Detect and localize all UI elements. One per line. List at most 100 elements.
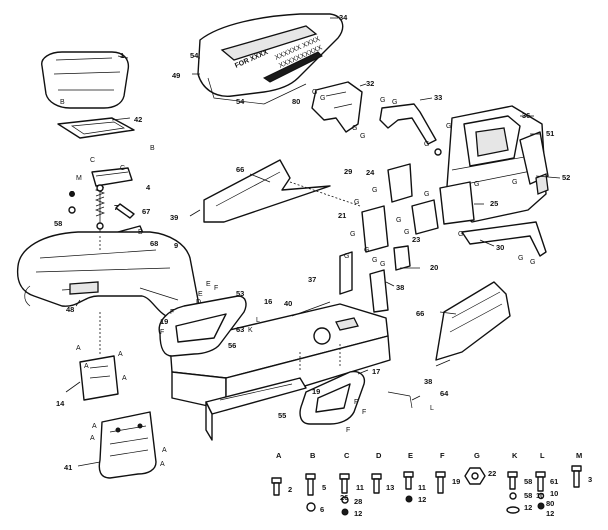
svg-text:G: G (424, 191, 429, 198)
svg-text:G: G (424, 141, 429, 148)
svg-text:G: G (446, 123, 451, 130)
nut-g-icon (464, 467, 486, 485)
hw-letter-k: K (512, 451, 518, 460)
svg-text:G: G (344, 253, 349, 260)
svg-text:10: 10 (536, 491, 544, 500)
svg-text:A: A (122, 375, 127, 382)
callout-64: 64 (440, 389, 449, 398)
callout-29: 29 (344, 167, 352, 176)
callout-24: 24 (366, 168, 375, 177)
callout-66b: 66 (416, 309, 424, 318)
callout-40: 40 (284, 299, 292, 308)
hw-letter-m: M (576, 451, 582, 460)
seat (41, 51, 130, 109)
svg-text:G: G (474, 181, 479, 188)
svg-text:G: G (350, 231, 355, 238)
callout-63: 63 (236, 325, 244, 334)
callout-33: 33 (434, 93, 442, 102)
callout-53: 53 (236, 289, 244, 298)
callout-16: 16 (264, 297, 272, 306)
hw-qty-g: 22 (488, 469, 496, 478)
callout-49: 49 (172, 71, 180, 80)
callout-32: 32 (366, 79, 374, 88)
callout-9: 9 (174, 241, 178, 250)
svg-text:L: L (430, 405, 434, 412)
svg-text:6: 6 (320, 505, 324, 514)
bolt-k-icon (506, 471, 520, 514)
hw-qty-l: 61 (550, 477, 558, 486)
callout-19b: 19 (312, 387, 320, 396)
svg-text:F: F (346, 427, 350, 434)
hw-letter-g: G (474, 451, 480, 460)
callout-42: 42 (134, 115, 142, 124)
callout-54b: 54 (236, 97, 245, 106)
callout-38: 38 (396, 283, 404, 292)
bolt-d-icon (371, 473, 382, 494)
callout-41: 41 (64, 463, 72, 472)
callout-39: 39 (170, 213, 178, 222)
callout-30: 30 (496, 243, 504, 252)
svg-text:12: 12 (418, 495, 426, 504)
hw-qty-a: 2 (288, 485, 292, 494)
svg-text:F: F (160, 329, 164, 336)
bolt-c-icon (339, 473, 350, 516)
svg-text:28: 28 (354, 497, 362, 506)
callout-25: 25 (490, 199, 498, 208)
svg-text:G: G (396, 217, 401, 224)
callout-38b: 38 (424, 377, 432, 386)
callout-52: 52 (562, 173, 570, 182)
svg-text:G: G (320, 95, 325, 102)
svg-text:G: G (512, 179, 517, 186)
svg-text:G: G (530, 259, 535, 266)
callout-34: 34 (339, 13, 348, 22)
hw-qty-e: 11 (418, 483, 426, 492)
callout-48: 48 (66, 305, 74, 314)
svg-text:A: A (90, 435, 95, 442)
hw-letter-c: C (344, 451, 350, 460)
svg-text:10: 10 (550, 489, 558, 498)
bolt-m-icon (571, 465, 582, 488)
svg-text:12: 12 (354, 509, 362, 518)
callout-36: 36 (522, 111, 530, 120)
svg-text:A: A (118, 351, 123, 358)
callout-55: 55 (278, 411, 286, 420)
svg-text:B: B (138, 229, 143, 236)
svg-text:58: 58 (524, 491, 532, 500)
main-frame (169, 303, 391, 411)
svg-text:K: K (248, 327, 253, 334)
svg-text:E: E (198, 291, 203, 298)
callout-20: 20 (430, 263, 438, 272)
callout-17: 17 (372, 367, 380, 376)
svg-text:F: F (214, 285, 218, 292)
hood-hinge-bracket (311, 81, 363, 133)
svg-text:26: 26 (340, 493, 348, 502)
svg-text:G: G (404, 229, 409, 236)
svg-text:M: M (76, 175, 82, 182)
fender (16, 231, 199, 320)
svg-text:12: 12 (524, 503, 532, 512)
hw-letter-b: B (310, 451, 316, 460)
callout-66: 66 (236, 165, 244, 174)
svg-text:G: G (364, 247, 369, 254)
hw-letter-e: E (408, 451, 413, 460)
right-side-panel (435, 281, 511, 361)
callout-51: 51 (546, 129, 554, 138)
svg-text:A: A (84, 363, 89, 370)
letter-tags: B B C C M B B G G G G G G G G G G G G G … (60, 89, 535, 468)
rear-plate (98, 411, 157, 479)
callout-1: 1 (120, 51, 124, 60)
hw-letter-f: F (440, 451, 445, 460)
svg-text:A: A (160, 461, 165, 468)
svg-text:G: G (380, 97, 385, 104)
bolt-e-icon (403, 471, 414, 503)
svg-text:B: B (70, 191, 75, 198)
callout-67: 67 (142, 207, 150, 216)
svg-text:C: C (120, 165, 125, 172)
callout-14: 14 (56, 399, 65, 408)
hw-qty-m: 3 (588, 475, 592, 484)
svg-text:A: A (162, 447, 167, 454)
hw-letter-a: A (276, 451, 282, 460)
svg-text:F: F (354, 399, 358, 406)
callout-21: 21 (338, 211, 346, 220)
